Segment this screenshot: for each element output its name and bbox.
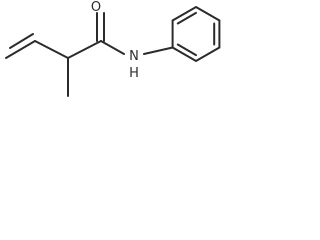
vinyl-double-bond-inner (9, 33, 34, 49)
nitrogen-label: N (129, 49, 139, 64)
oxygen-label: O (91, 0, 101, 15)
n-phenyl-bond (143, 46, 174, 55)
amide-bond (100, 40, 125, 55)
phenyl-double-bond-3 (176, 43, 197, 57)
vinyl-single-bond (34, 40, 69, 59)
hydrogen-label: H (129, 66, 139, 81)
phenyl-ring (171, 5, 221, 63)
alpha-carbonyl-bond (67, 40, 102, 59)
molecule-structure: O N H (5, 0, 221, 97)
phenyl-double-bond-1 (176, 11, 197, 25)
vinyl-double-bond-outer (5, 40, 36, 59)
structure-canvas: O N H (0, 0, 250, 128)
